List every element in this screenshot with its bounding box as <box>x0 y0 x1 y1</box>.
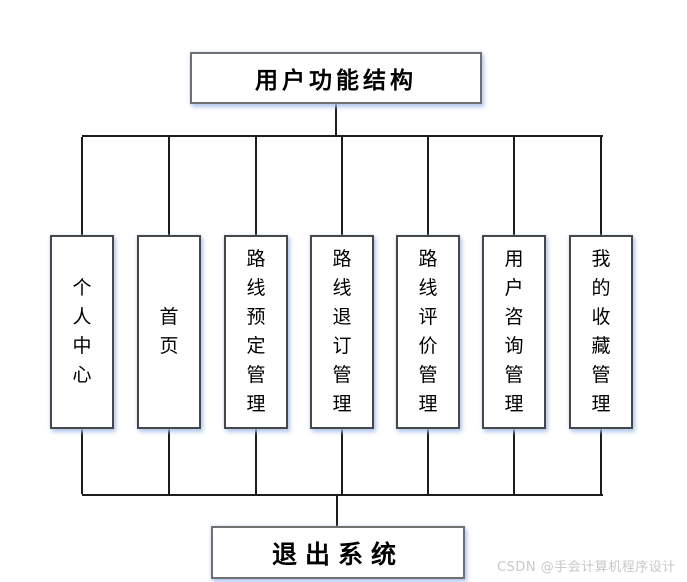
child-node-user-consult-mgmt: 用户咨询管理 <box>482 235 546 429</box>
child-node-label: 我的收藏管理 <box>591 248 611 415</box>
connector-child-1-top <box>81 137 83 235</box>
connector-child-7-top <box>600 137 602 235</box>
root-node-label: 用户功能结构 <box>255 68 417 94</box>
child-node-route-unsubscribe-mgmt: 路线退订管理 <box>310 235 374 429</box>
connector-child-2-top <box>168 137 170 235</box>
child-node-home: 首页 <box>137 235 201 429</box>
csdn-watermark: CSDN @手会计算机程序设计 <box>497 560 676 575</box>
connector-child-3-top <box>255 137 257 235</box>
connector-child-4-bottom <box>341 429 343 494</box>
connector-root-trunk <box>335 103 337 137</box>
connector-child-3-bottom <box>255 429 257 494</box>
child-node-my-favorites-mgmt: 我的收藏管理 <box>569 235 633 429</box>
child-node-personal-center: 个人中心 <box>50 235 114 429</box>
exit-node-label: 退出系统 <box>271 539 404 569</box>
connector-child-1-bottom <box>81 429 83 494</box>
child-node-label: 用户咨询管理 <box>504 248 524 415</box>
exit-node-logout-system: 退出系统 <box>211 526 465 579</box>
connector-child-2-bottom <box>168 429 170 494</box>
connector-child-6-top <box>513 137 515 235</box>
connector-child-7-bottom <box>600 429 602 494</box>
connector-exit-trunk <box>336 496 338 527</box>
child-node-route-review-mgmt: 路线评价管理 <box>396 235 460 429</box>
child-node-label: 路线预定管理 <box>246 248 266 415</box>
child-node-label: 个人中心 <box>72 277 92 386</box>
connector-top-bus <box>82 135 603 137</box>
connector-child-5-top <box>427 137 429 235</box>
root-node-user-function-structure: 用户功能结构 <box>190 52 482 104</box>
child-node-label: 路线评价管理 <box>418 248 438 415</box>
connector-child-6-bottom <box>513 429 515 494</box>
child-node-label: 首页 <box>159 306 179 357</box>
child-node-route-booking-mgmt: 路线预定管理 <box>224 235 288 429</box>
child-node-label: 路线退订管理 <box>332 248 352 415</box>
connector-child-4-top <box>341 137 343 235</box>
connector-bottom-bus <box>82 494 603 496</box>
connector-child-5-bottom <box>427 429 429 494</box>
